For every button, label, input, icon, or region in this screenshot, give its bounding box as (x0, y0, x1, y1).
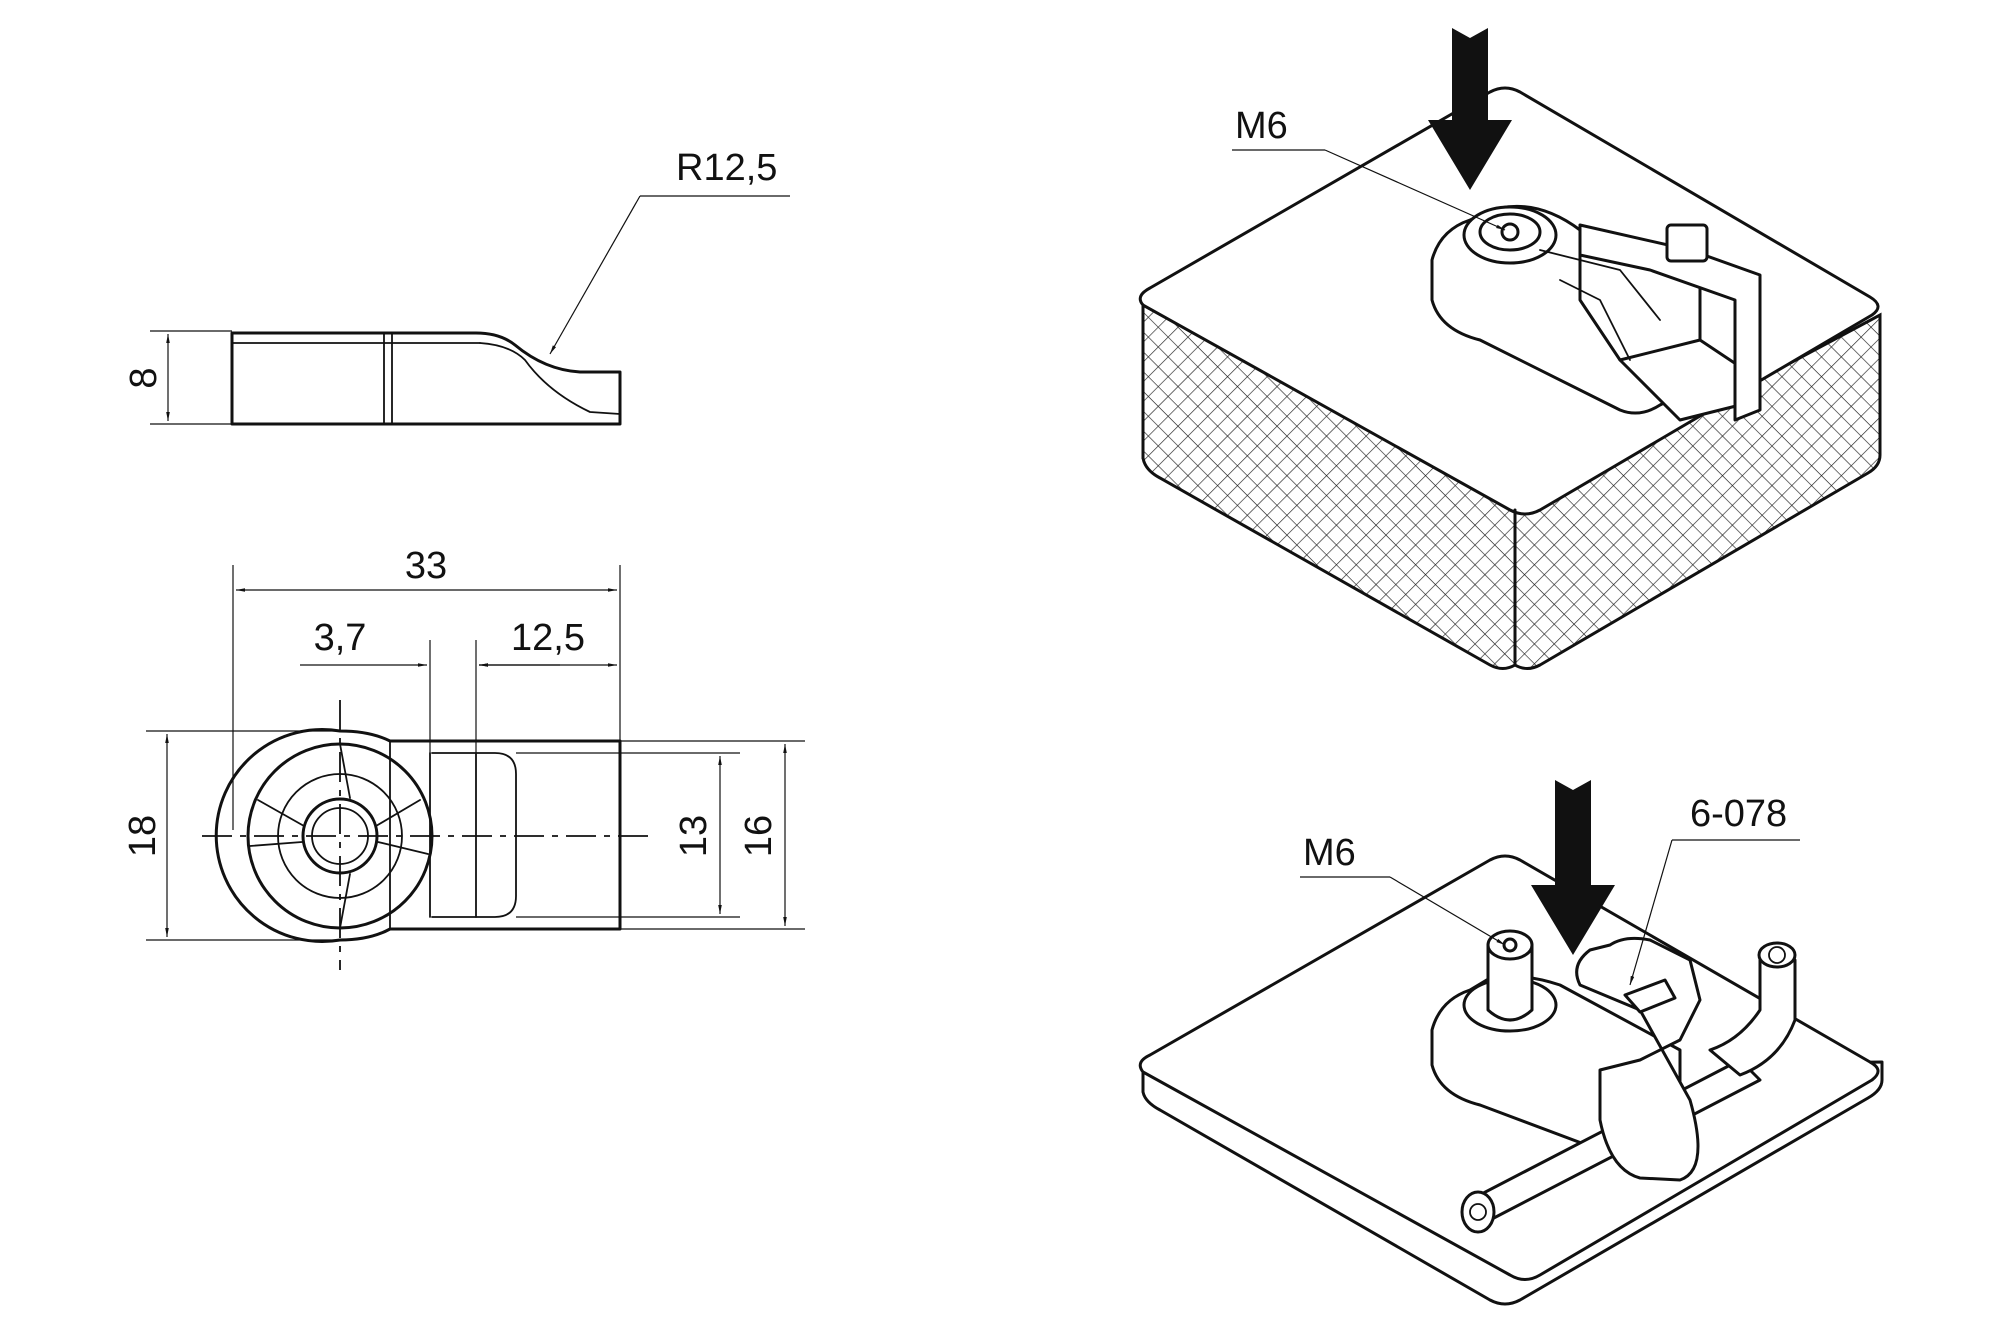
height-dimension-label: 8 (123, 367, 165, 388)
push-arrow-top (1428, 28, 1512, 190)
side-view-outline (230, 331, 622, 426)
part-leader (1629, 839, 1673, 986)
push-arrow-bottom (1531, 780, 1615, 955)
inner-width-label: 13 (673, 815, 715, 857)
iso-view-flat-plate: M6 6-078 (1138, 780, 1884, 1306)
radius-dimension-label: R12,5 (676, 147, 777, 189)
overall-length-label: 33 (405, 545, 447, 587)
overall-width-label: 18 (122, 815, 164, 857)
iso-view-foam-block: M6 (1138, 28, 1882, 670)
top-view: 33 3,7 12,5 18 13 16 (122, 545, 805, 970)
top-screw-label: M6 (1235, 105, 1288, 147)
top-view-slot-outline (431, 752, 517, 918)
clip-assembly-top (1430, 204, 1762, 422)
outer-width-label: 16 (738, 815, 780, 857)
bottom-screw-leader (1389, 876, 1506, 946)
side-view-curve-inner (479, 342, 621, 415)
foam-left-face (1141, 302, 1517, 670)
bottom-screw-label: M6 (1303, 832, 1356, 874)
part-number-label: 6-078 (1690, 793, 1787, 835)
top-screw-leader (1324, 149, 1506, 231)
radius-leader-arrow (549, 195, 641, 355)
foam-right-face (1513, 312, 1882, 670)
clip-assembly-bottom (1430, 929, 1797, 1234)
offset-dimension-label: 3,7 (314, 617, 367, 659)
side-view: 8 R12,5 (123, 147, 790, 426)
slot-length-label: 12,5 (511, 617, 585, 659)
